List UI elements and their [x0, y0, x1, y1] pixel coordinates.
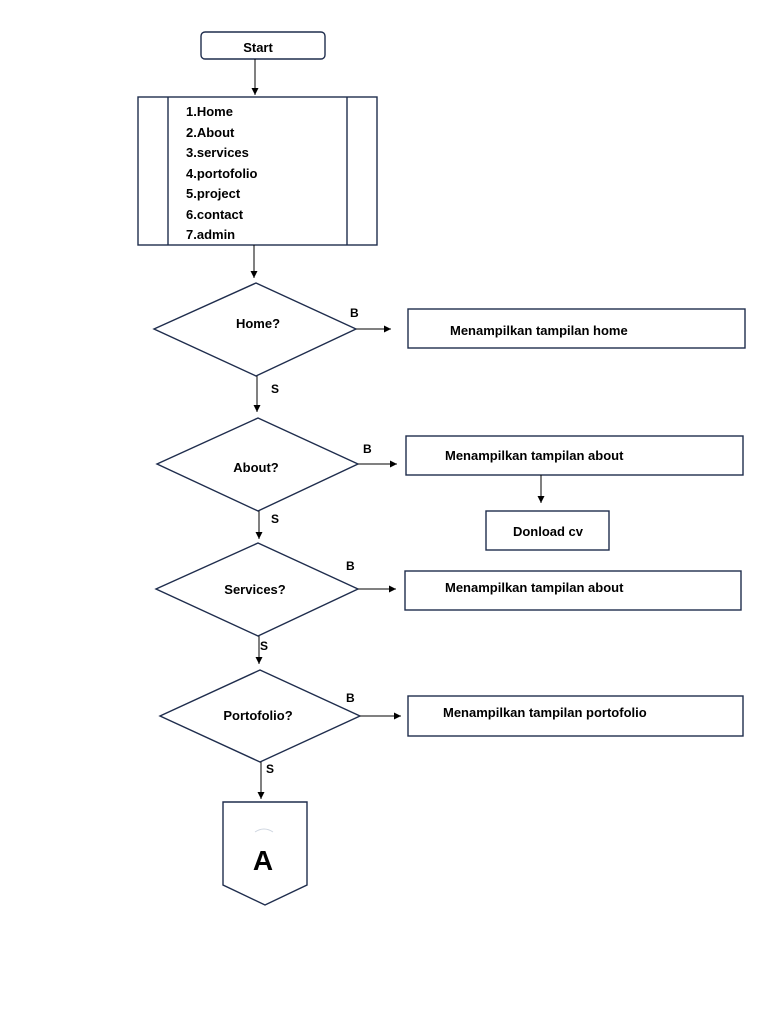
menu-item-admin: 7.admin: [186, 227, 235, 242]
menu-item-portofolio: 4.portofolio: [186, 166, 258, 181]
about-yes-label: B: [363, 442, 372, 456]
menu-item-about: 2.About: [186, 125, 235, 140]
decision-home-diamond: [152, 282, 358, 377]
offpage-connector: [222, 801, 308, 906]
connector-mark-icon: [254, 828, 274, 833]
home-yes-label: B: [350, 306, 359, 320]
portofolio-no-label: S: [266, 762, 274, 776]
result-home-label: Menampilkan tampilan home: [450, 323, 628, 338]
menu-item-services: 3.services: [186, 145, 249, 160]
decision-about-label: About?: [233, 460, 279, 475]
decision-portofolio-diamond: [158, 669, 362, 763]
result-services-label: Menampilkan tampilan about: [445, 580, 624, 595]
services-yes-label: B: [346, 559, 355, 573]
connector-label: A: [253, 845, 273, 876]
result-home-box: [407, 308, 746, 349]
download-cv-box: [485, 510, 610, 551]
menu-item-contact: 6.contact: [186, 207, 244, 222]
start-terminator: [200, 31, 326, 60]
result-about-label: Menampilkan tampilan about: [445, 448, 624, 463]
start-label: Start: [243, 40, 273, 55]
result-portofolio-label: Menampilkan tampilan portofolio: [443, 705, 647, 720]
result-about-box: [405, 435, 744, 476]
result-services-box: [404, 570, 742, 611]
download-cv-label: Donload cv: [513, 524, 584, 539]
decision-portofolio-label: Portofolio?: [223, 708, 292, 723]
services-no-label: S: [260, 639, 268, 653]
home-no-label: S: [271, 382, 279, 396]
decision-about-diamond: [155, 417, 360, 512]
decision-home-label: Home?: [236, 316, 280, 331]
menu-process-box: [137, 96, 378, 246]
menu-item-home: 1.Home: [186, 104, 233, 119]
portofolio-yes-label: B: [346, 691, 355, 705]
menu-item-project: 5.project: [186, 186, 241, 201]
decision-services-diamond: [154, 542, 360, 637]
result-portofolio-box: [407, 695, 744, 737]
about-no-label: S: [271, 512, 279, 526]
decision-services-label: Services?: [224, 582, 285, 597]
